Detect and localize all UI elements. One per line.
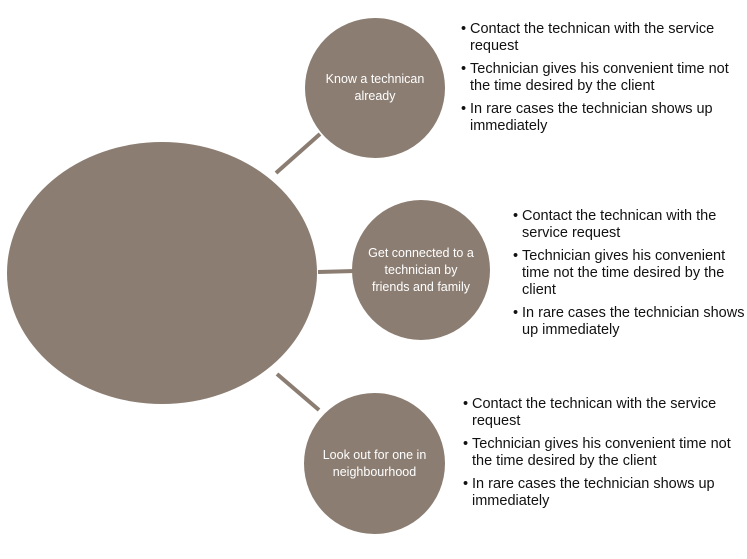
bullet-item: Contact the technican with the service r… bbox=[513, 208, 745, 242]
bullet-item: Contact the technican with the service r… bbox=[463, 396, 733, 430]
bullet-item: Contact the technican with the service r… bbox=[461, 21, 731, 55]
node-connected-by-friends: Get connected to a technician by friends… bbox=[352, 200, 490, 340]
bullet-item: In rare cases the technician shows up im… bbox=[513, 305, 745, 339]
connector-line-1 bbox=[274, 132, 322, 175]
bullet-item: In rare cases the technician shows up im… bbox=[463, 476, 733, 510]
node-label: Know a technican already bbox=[325, 72, 425, 103]
node-neighbourhood: Look out for one in neighbourhood bbox=[304, 393, 445, 534]
bullet-list-neighbourhood: Contact the technican with the service r… bbox=[463, 396, 733, 516]
bullet-item: Technician gives his convenient time not… bbox=[461, 61, 731, 95]
central-ellipse bbox=[7, 142, 317, 404]
node-know-technician: Know a technican already bbox=[305, 18, 445, 158]
bullet-item: In rare cases the technician shows up im… bbox=[461, 101, 731, 135]
node-label: Look out for one in neighbourhood bbox=[322, 447, 427, 479]
bullet-list-know-technician: Contact the technican with the service r… bbox=[461, 21, 731, 141]
connector-line-2 bbox=[317, 269, 356, 274]
bullet-item: Technician gives his convenient time not… bbox=[463, 436, 733, 470]
bullet-item: Technician gives his convenient time not… bbox=[513, 248, 745, 299]
node-label: Get connected to a technician by friends… bbox=[368, 245, 474, 294]
bullet-list-connected-by-friends: Contact the technican with the service r… bbox=[513, 208, 745, 345]
connector-line-3 bbox=[275, 372, 321, 412]
